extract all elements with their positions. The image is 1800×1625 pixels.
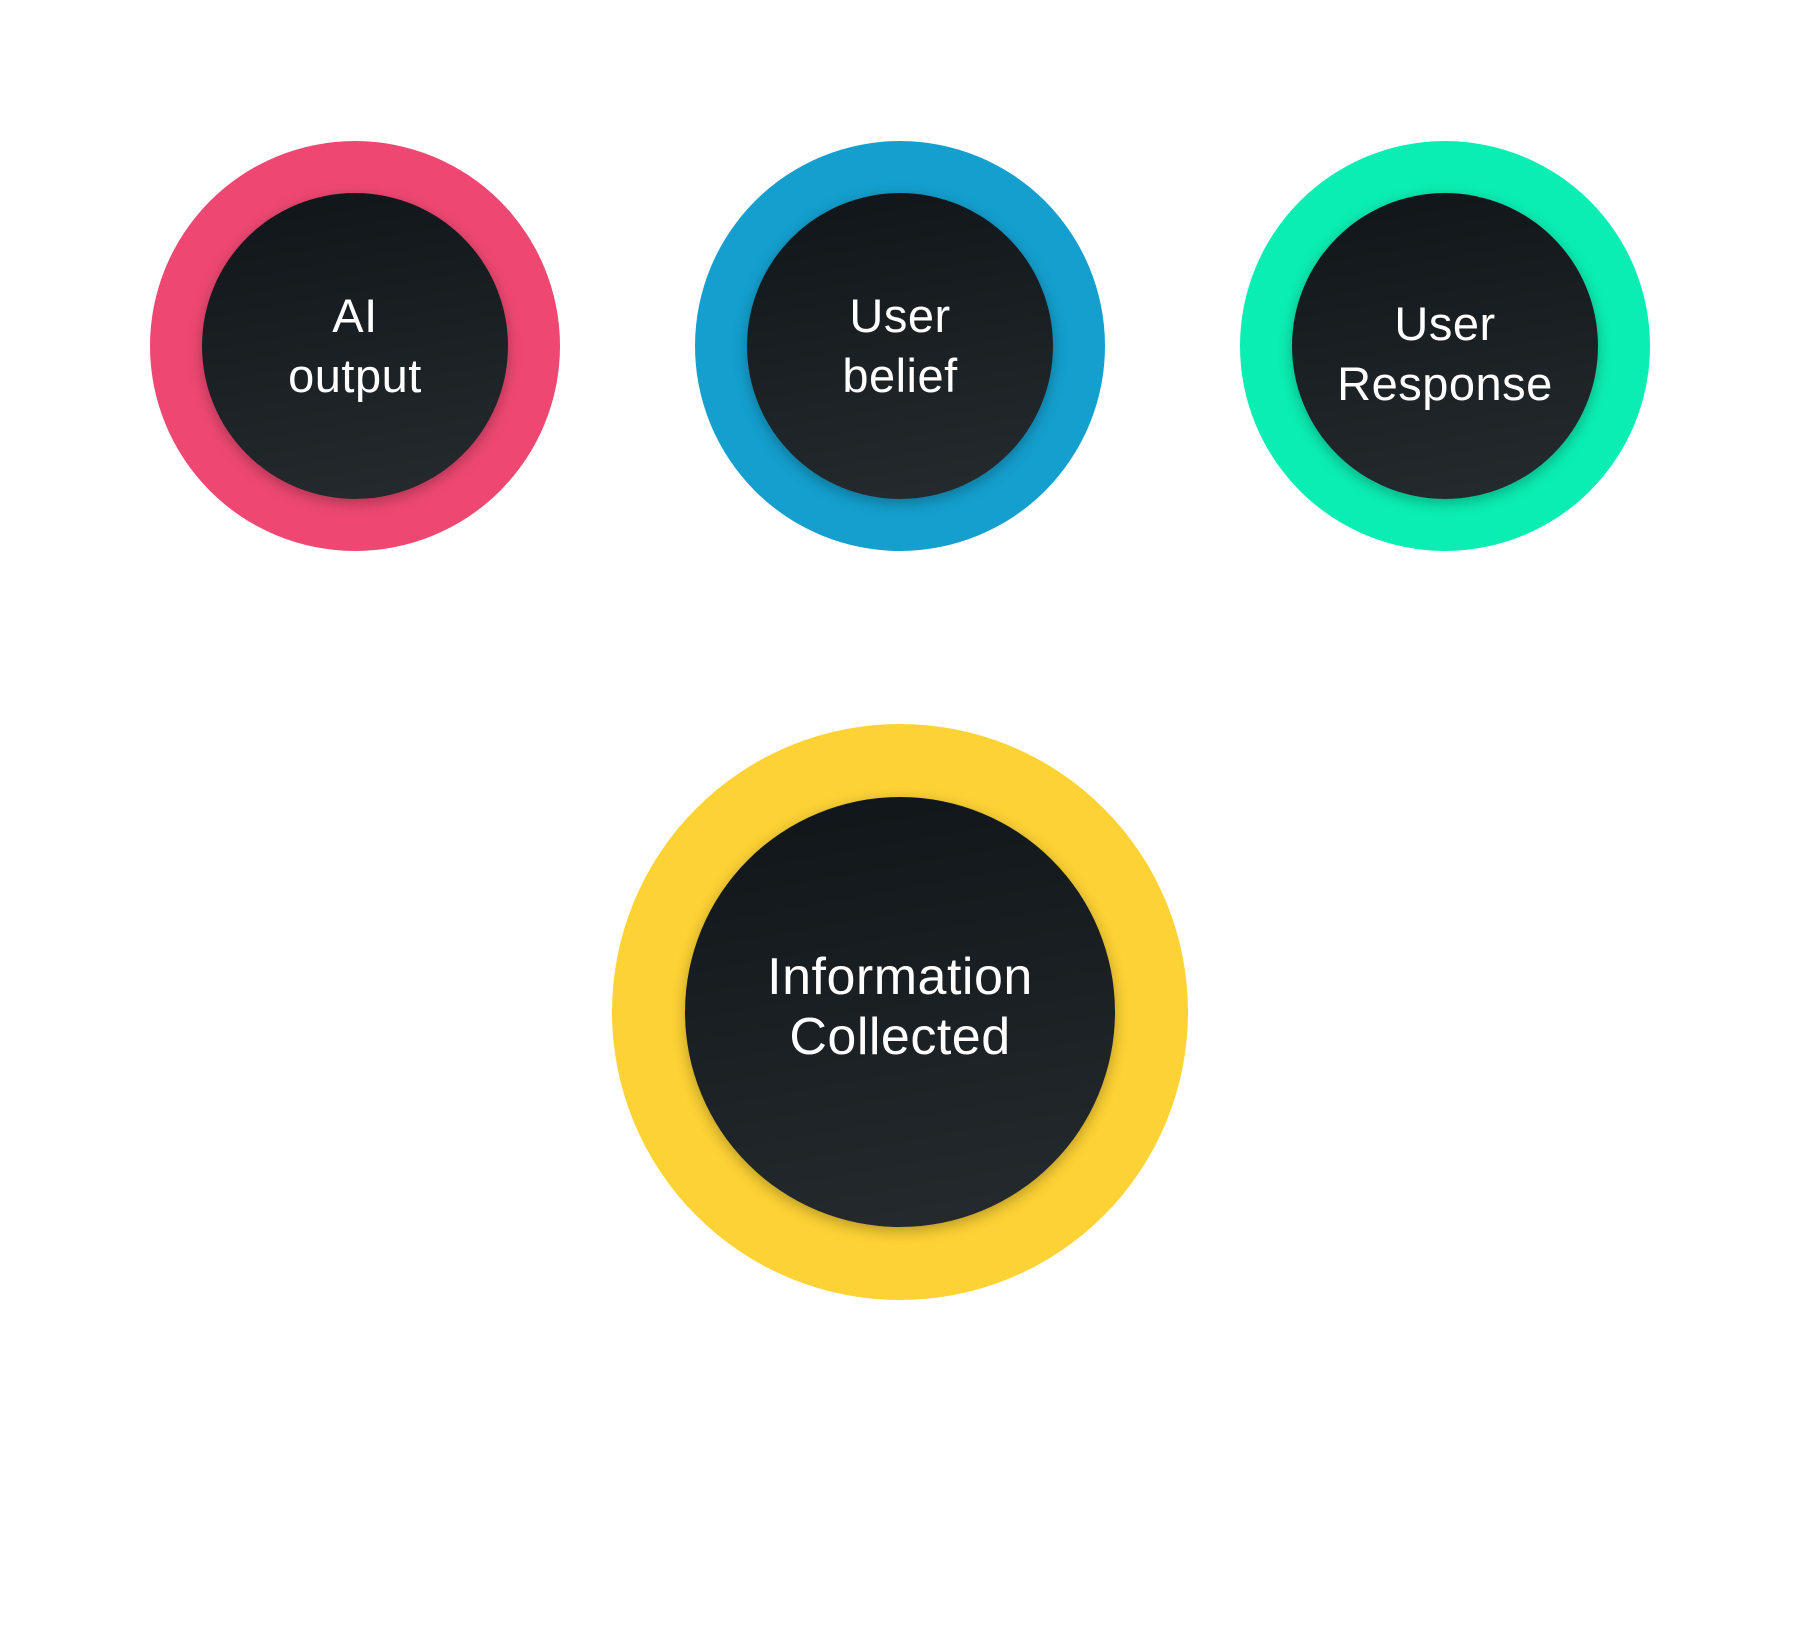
node-user-belief-label-line2: belief — [842, 349, 958, 402]
node-ai-output-label-line2: output — [288, 349, 422, 402]
node-user-belief-label-line1: User — [849, 289, 951, 342]
node-information-collected-label-line1: Information — [767, 948, 1033, 1006]
node-ai-output: AI output — [150, 141, 560, 551]
node-user-belief: User belief — [695, 141, 1105, 551]
node-user-response-label-line2: Response — [1337, 357, 1553, 410]
node-user-response-label-line1: User — [1394, 297, 1496, 350]
node-user-belief-core: User belief — [747, 193, 1053, 499]
node-user-response: User Response — [1240, 141, 1650, 551]
node-information-collected-core: Information Collected — [685, 797, 1115, 1227]
node-information-collected-label-line2: Collected — [789, 1008, 1011, 1066]
node-ai-output-label-line1: AI — [332, 289, 378, 342]
node-ai-output-core: AI output — [202, 193, 508, 499]
node-information-collected: Information Collected — [612, 724, 1188, 1300]
node-user-response-core: User Response — [1292, 193, 1598, 499]
